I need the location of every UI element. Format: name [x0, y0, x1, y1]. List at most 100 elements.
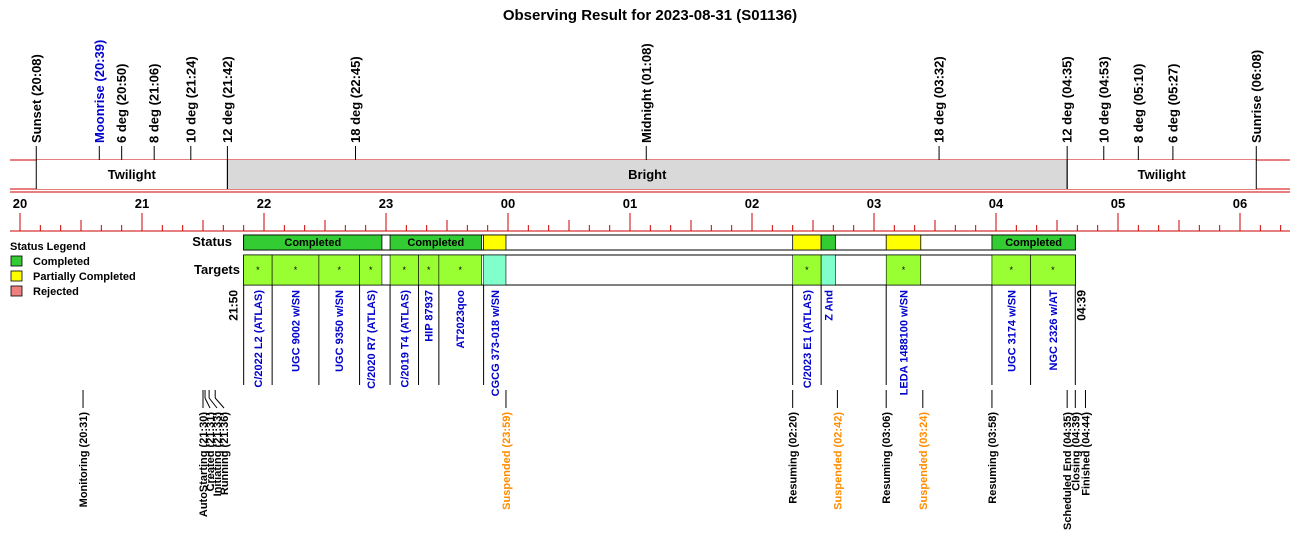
- sun-moon-label: 6 deg (20:50): [114, 64, 129, 143]
- legend-label: Completed: [33, 256, 90, 268]
- hour-tick-label: 21: [135, 196, 149, 211]
- legend-label: Partially Completed: [33, 271, 136, 283]
- targets-row-label: Targets: [194, 262, 240, 277]
- sky-band-label: Twilight: [1138, 167, 1187, 182]
- target-mark: *: [1009, 265, 1013, 275]
- status-bar-3: [792, 234, 822, 251]
- event-label: Initiating (21:33): [212, 412, 224, 497]
- target-bar-10: [885, 254, 922, 286]
- target-mark: *: [294, 265, 298, 275]
- status-bar-4: [820, 234, 836, 251]
- target-name: CGCG 373-018 w/SN: [490, 290, 502, 396]
- sun-moon-label: 8 deg (05:10): [1131, 64, 1146, 143]
- status-bar-5: [885, 234, 922, 251]
- hour-tick-label: 02: [745, 196, 759, 211]
- hour-tick-label: 00: [501, 196, 515, 211]
- event-label: Closing (04:39): [1070, 412, 1082, 491]
- legend-swatch-0: [10, 255, 23, 267]
- target-mark: *: [427, 265, 431, 275]
- target-bar-1: [271, 254, 320, 286]
- event-label: Suspended (23:59): [501, 412, 513, 510]
- status-bar-label: Completed: [1005, 237, 1062, 249]
- target-bar-0: [243, 254, 273, 286]
- target-bar-8: [792, 254, 822, 286]
- hour-tick-label: 20: [13, 196, 27, 211]
- sun-moon-label: 12 deg (04:35): [1060, 56, 1075, 143]
- target-mark: *: [369, 265, 373, 275]
- sun-moon-label: 12 deg (21:42): [220, 56, 235, 143]
- range-label-right: 04:39: [1074, 290, 1088, 321]
- targets-row: * C/2022 L2 (ATLAS) * UGC 9002 w/SN * UGC 935…: [227, 254, 1088, 396]
- target-name: UGC 3174 w/SN: [1006, 290, 1018, 372]
- status-bar-0: [243, 234, 383, 251]
- event-label: Suspended (03:24): [918, 412, 930, 510]
- sun-moon-label: Sunrise (06:08): [1249, 50, 1264, 143]
- status-row-label: Status: [192, 234, 232, 249]
- target-mark: *: [337, 265, 341, 275]
- target-name: C/2022 L2 (ATLAS): [253, 290, 265, 388]
- sun-moon-label: Midnight (01:08): [639, 43, 654, 143]
- hour-tick-label: 01: [623, 196, 637, 211]
- target-mark: *: [902, 265, 906, 275]
- range-label-left: 21:50: [227, 290, 241, 321]
- target-mark: *: [256, 265, 260, 275]
- target-name: UGC 9350 w/SN: [334, 290, 346, 372]
- target-name: UGC 9002 w/SN: [291, 290, 303, 372]
- sun-moon-events: Sunset (20:08)Moonrise (20:39)6 deg (20:…: [29, 40, 1264, 160]
- event-label: Finished (04:44): [1080, 412, 1092, 496]
- event-label: Resuming (02:20): [788, 412, 800, 504]
- sun-moon-label: 10 deg (04:53): [1096, 56, 1111, 143]
- legend-title: Status Legend: [10, 241, 86, 253]
- sun-moon-label: 10 deg (21:24): [183, 56, 198, 143]
- legend-swatch-2: [10, 285, 23, 297]
- status-bar-2: [483, 234, 507, 251]
- sky-bands: Twilight Bright Twilight: [10, 159, 1290, 190]
- target-mark: *: [805, 265, 809, 275]
- event-leader: [214, 397, 225, 409]
- event-label: Monitoring (20:31): [78, 412, 90, 508]
- event-label: Resuming (03:58): [987, 412, 999, 504]
- target-mark: *: [403, 265, 407, 275]
- target-name: LEDA 1488100 w/SN: [898, 290, 910, 395]
- target-name: C/2020 R7 (ATLAS): [366, 290, 378, 389]
- sky-band-label: Bright: [628, 167, 667, 182]
- event-label: AutoStarting (21:30): [198, 412, 210, 517]
- status-bar-label: Completed: [407, 237, 464, 249]
- target-bar-12: [1030, 254, 1076, 286]
- target-name: C/2023 E1 (ATLAS): [802, 290, 814, 389]
- chart-title: Observing Result for 2023-08-31 (S01136): [503, 7, 797, 24]
- sun-moon-label: 8 deg (21:06): [147, 64, 162, 143]
- event-leader: [208, 397, 218, 409]
- legend-swatch-1: [10, 270, 23, 282]
- target-mark: *: [1051, 265, 1055, 275]
- target-bar-6: [438, 254, 482, 286]
- event-label: Scheduled End (04:35): [1062, 412, 1074, 530]
- sky-band-0: [36, 160, 228, 189]
- sky-band-2: [1067, 160, 1257, 189]
- target-name: HIP 87937: [424, 290, 436, 342]
- hour-tick-label: 05: [1111, 196, 1125, 211]
- event-label: Resuming (03:06): [881, 412, 893, 504]
- hour-tick-label: 06: [1233, 196, 1247, 211]
- hour-tick-label: 22: [257, 196, 271, 211]
- legend-label: Rejected: [33, 286, 79, 298]
- sky-band-label: Twilight: [108, 167, 157, 182]
- status-bar-1: [389, 234, 482, 251]
- target-bar-4: [389, 254, 419, 286]
- sun-moon-label: 6 deg (05:27): [1165, 64, 1180, 143]
- event-label: Created (21:31): [205, 412, 217, 492]
- target-name: AT2023qoo: [455, 290, 467, 349]
- target-bar-9: [820, 254, 836, 286]
- target-name: Z And: [823, 290, 835, 321]
- target-bar-3: [359, 254, 383, 286]
- sun-moon-label: 18 deg (22:45): [348, 56, 363, 143]
- target-bar-7: [483, 254, 507, 286]
- sun-moon-label: Sunset (20:08): [29, 54, 44, 143]
- targets-frame: [243, 254, 1076, 286]
- hour-tick-label: 04: [989, 196, 1004, 211]
- target-bar-2: [318, 254, 360, 286]
